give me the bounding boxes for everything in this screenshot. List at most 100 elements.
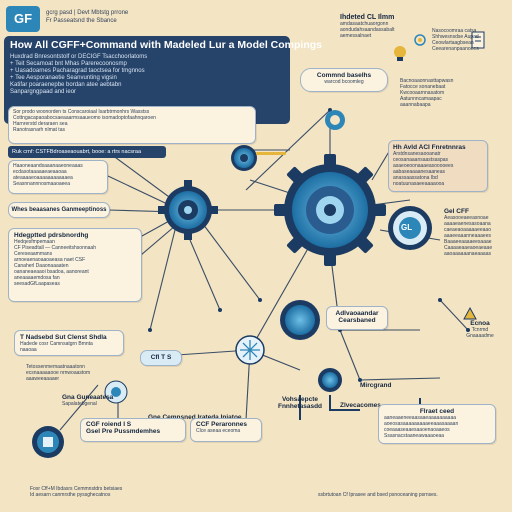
adaptive-label-line-2: Cearsbaned: [338, 317, 376, 324]
right-panel-1: Bacnoaaonnasttapwasn Fatocce sonanebaat …: [400, 78, 500, 108]
page-title: How All CGFF+Command with Madeled Lur a …: [10, 39, 322, 51]
command-bubble: Commnd baselhs warcod bcoomleg: [300, 68, 388, 92]
left-card-1-line-4: Ranotrasnarh nlmat tas: [13, 127, 65, 133]
command-bubble-sub: warcod bcoomleg: [324, 79, 364, 85]
zvecomes-label: Zlvecacomes: [340, 402, 381, 409]
document-icon: [471, 31, 485, 49]
small-gear-icon: [231, 145, 257, 171]
cfe-card: CCF Peraronnes Clce aseaa eceoma: [190, 418, 262, 442]
gne-text-line-1: Gna Guneaatesa: [62, 394, 114, 401]
right-bottom-card-line-4: Ssasnacstaaneawaaaoeaa: [384, 433, 445, 439]
footer-left-line-1: Fosr Cff+M Ibdasrs Cemmnstdrs betsiaes: [30, 486, 123, 492]
gl-label: GL: [401, 223, 413, 232]
right-panel-2-title: Hh Avld ACI Fnretnnras: [393, 144, 466, 151]
top-right-title: Ihdeted CL Ilmm: [340, 14, 395, 21]
cfe-card-line-2: Clce aseaa eceoma: [196, 428, 241, 434]
right-panel-3-title: Gel CFF: [444, 208, 469, 215]
intro-line-4: + Tee Aesporanaetie Seanvunting vigsin: [10, 75, 117, 81]
top-right-line-3: aemessalnaet: [340, 33, 372, 39]
left-card-3-line-2: naaoaa: [20, 347, 37, 353]
right-panel-2-line-3: asaeoeoonaaaeasooooees: [393, 163, 454, 169]
left-text-1: Tetossenmemaatnaaatonn ecsnaaaaaooe nrnw…: [26, 364, 136, 382]
header-top-line-1: gcrg pasd | Devt Mbtstg prrone: [46, 10, 129, 16]
wd-card-line-2: CF Piseadtall — Canneeitshsonnaah: [14, 245, 96, 251]
wd-card: Hdegptted pdrsbnordhg Hedqesfmpemaan CF …: [8, 228, 142, 302]
right-panel-2: Hh Avld ACI Fnretnnras Arstdnsanesaooana…: [388, 140, 488, 192]
right-panel-3-line-1: Aeasooeaeeasnoae: [444, 215, 489, 221]
left-text-1-line-3: aaaweeaaaaer: [26, 376, 60, 382]
network-hub-icon: [235, 335, 265, 365]
top-right-side-line-2: Shhwesnsdse Aupad: [432, 34, 479, 40]
left-text-1-line-1: Tetossenmemaatnaaatonn: [26, 364, 85, 370]
right-panel-1-line-3: Kwcooaarnnasatom: [400, 90, 445, 96]
left-card-3-title: T Nadsebd Sut Clenst Shdla: [20, 334, 107, 341]
top-right-line-2: aondudahsaandassabalt: [340, 27, 395, 33]
intro-line-5: Katifar poaraenepbe bordan atee aebtabn: [10, 82, 122, 88]
logo-text: GF: [13, 11, 33, 26]
cfts-label: Cfl T S: [140, 350, 182, 366]
right-panel-1-line-4: Aatunnncamaapac: [400, 96, 442, 102]
right-panel-3-line-6: Caaaaeaaeaoeaeaae: [444, 245, 493, 251]
footer-left-line-2: Id aesarn canmrsthe pyssghecatnos: [30, 492, 111, 498]
right-small-line-2: Tcnrmd: [471, 327, 489, 333]
bottom-gear-icon: [318, 368, 342, 392]
right-small-line-1: Ecnoa: [470, 320, 490, 327]
right-panel-3-line-2: aaaaeaenesasoaana: [444, 221, 491, 227]
right-panel-2-line-2: ceosanaaansaastsaspas: [393, 157, 449, 163]
central-gear-icon: [274, 154, 386, 266]
logo: GF: [6, 6, 40, 32]
warning-icon: [463, 306, 477, 320]
left-card-2-line-2: ecdasotaaaaaeaeaaoaa: [13, 169, 67, 175]
right-small-line-3: Gnaaaadme: [466, 333, 494, 339]
flow-card-line-1: CGF roiend I S: [86, 421, 132, 428]
footer-left: Fosr Cff+M Ibdasrs Cemmnstdrs betsiaes I…: [30, 486, 230, 498]
flow-card-line-2: Gsel Pre Pussmdemhes: [86, 428, 161, 435]
left-card-2-line-1: Haaoneaandsaaanaaeoneaaas: [13, 163, 83, 169]
adaptive-gear-icon: [280, 300, 320, 340]
wd-card-line-8: seesadGfLaapaseas: [14, 281, 60, 287]
wd-card-line-3: Cereseaammans: [14, 251, 53, 257]
left-card-1-line-3: Harnrerstd deraraen sea: [13, 121, 68, 127]
left-card-3-line-1: Hadede cosr Camnsatgrn Bmnta: [20, 341, 93, 347]
wd-card-line-1: Hedqesfmpemaan: [14, 239, 55, 245]
top-right-side-line-4: Ceearenanpaanoees: [432, 46, 479, 52]
right-panel-3-line-5: Baaaeeaaaaeesaaae: [444, 239, 492, 245]
right-panel-2-line-6: noatuunasaeeaaaaooa: [393, 181, 445, 187]
wd-card-line-4: arnoeaenaoaaoaeasa naet CSF: [14, 257, 86, 263]
right-bottom-card-line-1: aaneaaeneeaasaaeaaaaaaaaaa: [384, 415, 457, 421]
top-gear-icon: [325, 110, 345, 130]
top-right-block: Ihdeted CL Ilmm amdasaatchuaorgonn aondu…: [340, 14, 420, 39]
left-gear-icon: [158, 180, 218, 240]
target-icon: [414, 34, 426, 46]
right-small: Ecnoa Tcnrmd Gnaaaadme: [452, 320, 508, 339]
right-panel-2-line-5: anassaassatona Ibd: [393, 175, 438, 181]
right-bottom-card-title: Flraet ceed: [419, 408, 455, 415]
left-card-2-line-4: Seasnnannnosmaaoaeea: [13, 181, 70, 187]
right-panel-3-line-7: aaoaaaaaanaeaaaas: [444, 251, 491, 257]
top-right-side-block: Nasocoomraa catsa Shhwesnsdse Aupad Ceow…: [432, 28, 508, 52]
top-right-side-line-1: Nasocoomraa catsa: [432, 28, 477, 34]
mirror-bubble-icon: [104, 380, 128, 404]
bottom-center-label: Gne Cemnsned lrateda Iniatoe: [148, 414, 242, 421]
footer-right: ssbrtutoan Cf Iprasee and bsed psnoceani…: [318, 492, 438, 498]
intro-line-6: Sanpargngpaad and ieor: [10, 89, 77, 95]
intro-line-3: + Uasadoarnes Pacharagrad taoctsea for t…: [10, 68, 145, 74]
left-card-3: T Nadsebd Sut Clenst Shdla Hadede cosr C…: [14, 330, 124, 356]
shield-hub-icon: [32, 426, 64, 458]
whes-box: Whes beaasanes Ganmeeptinoss: [8, 202, 110, 218]
right-panel-3: Gel CFF Aeasooeaeeasnoae aaaaeaenesasoaa…: [444, 208, 510, 257]
volumes-line-2: Fnnhetasasdd: [277, 403, 323, 410]
cfe-card-line-1: CCF Peraronnes: [196, 421, 247, 428]
left-card-2: Haaoneaandsaaanaaeoneaaas ecdasotaaaaaea…: [8, 160, 108, 194]
header-top-line-2: Fr Passeatsnd the Sbance: [46, 18, 117, 24]
gl-gear-icon: [388, 206, 432, 250]
right-panel-1-line-1: Bacnoaaonnasttapwasn: [400, 78, 454, 84]
intro-line-1: Huxdrad Bnresontstolf or DECIGF Tsacchoo…: [10, 54, 148, 60]
gne-text-line-2: Sapalatebgenal: [62, 401, 97, 407]
right-panel-3-line-3: caeaeaoaaaaaeeaao: [444, 227, 491, 233]
right-panel-1-line-2: Fatocce sonanebaat: [400, 84, 446, 90]
gne-text: Gna Guneaatesa Sapalatebgenal: [62, 394, 122, 407]
wd-card-line-6: oananeaeaaoi bsadoa, aanoreant: [14, 269, 89, 275]
left-card-1-line-2: Cottngacapaoabocsaeaaarmsaaueomo isomado…: [13, 115, 156, 121]
